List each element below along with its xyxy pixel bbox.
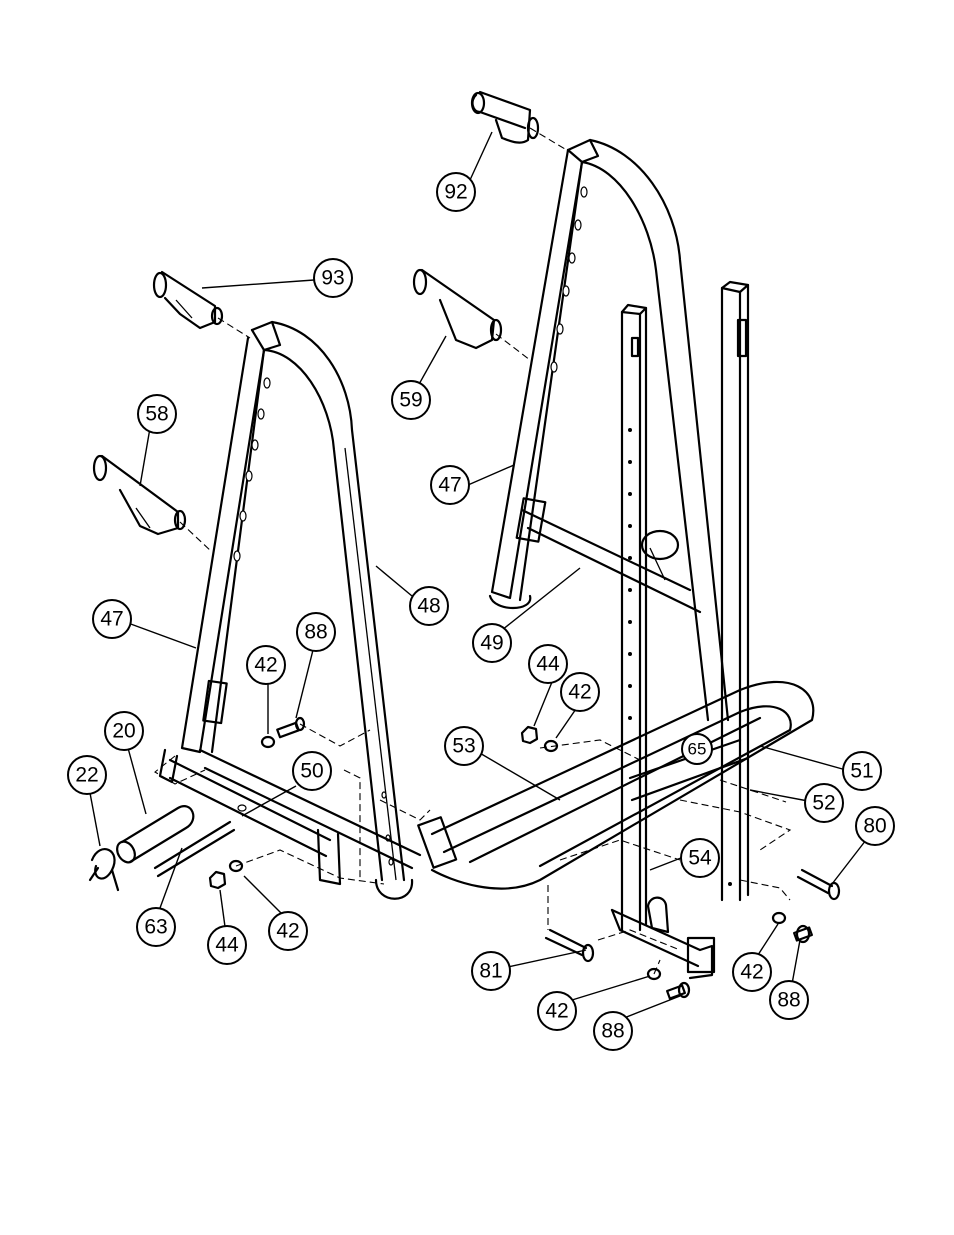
svg-text:81: 81: [479, 960, 502, 983]
callout-20: 20: [104, 711, 144, 751]
callout-63: 63: [136, 907, 176, 947]
svg-text:42: 42: [568, 681, 591, 704]
callout-51: 51: [842, 751, 882, 791]
foot-plate-52: [610, 896, 716, 980]
left-upright-holes: [233, 377, 271, 562]
callout-65: 65: [681, 733, 713, 765]
svg-text:93: 93: [321, 267, 344, 290]
svg-text:58: 58: [145, 403, 168, 426]
callout-42-upper: 42: [246, 645, 286, 685]
left-curved-tube-48: [250, 320, 414, 900]
callout-92: 92: [436, 172, 476, 212]
base-frame-51: [417, 680, 815, 890]
svg-text:22: 22: [75, 764, 98, 787]
crossbar-49: [515, 497, 702, 614]
bolt-88: [276, 716, 813, 1000]
svg-text:42: 42: [254, 654, 277, 677]
svg-text:51: 51: [850, 760, 873, 783]
callout-22: 22: [67, 755, 107, 795]
svg-text:88: 88: [601, 1020, 624, 1043]
callout-58: 58: [137, 394, 177, 434]
left-upright-47: [180, 336, 271, 754]
callout-53: 53: [444, 726, 484, 766]
svg-text:42: 42: [740, 961, 763, 984]
leader-lines: [89, 131, 867, 1019]
callout-54: 54: [680, 838, 720, 878]
callout-88-far-right: 88: [769, 980, 809, 1020]
spring-clip-22: [88, 848, 120, 892]
svg-text:80: 80: [863, 815, 886, 838]
callout-50: 50: [292, 751, 332, 791]
svg-text:44: 44: [215, 934, 239, 957]
svg-text:47: 47: [100, 608, 123, 631]
svg-text:49: 49: [480, 632, 503, 655]
alignment-dashes: [154, 127, 792, 975]
svg-text:42: 42: [545, 1000, 568, 1023]
svg-text:47: 47: [438, 474, 461, 497]
weight-horn-93: [152, 270, 224, 330]
callout-42-far-right: 42: [732, 952, 772, 992]
tall-upright-front-54: [620, 303, 648, 932]
right-curved-tube: [566, 138, 730, 722]
sleeve-20: [116, 805, 195, 864]
svg-text:20: 20: [112, 720, 135, 743]
svg-text:48: 48: [417, 595, 440, 618]
callout-42-right: 42: [560, 672, 600, 712]
right-upright-holes: [550, 186, 588, 373]
svg-text:65: 65: [688, 740, 707, 759]
callout-93: 93: [313, 258, 353, 298]
callout-49: 49: [472, 623, 512, 663]
svg-text:52: 52: [812, 792, 835, 815]
callout-47-left: 47: [92, 599, 132, 639]
svg-text:59: 59: [399, 389, 422, 412]
tall-upright-back: [720, 280, 750, 902]
callout-47-right: 47: [430, 465, 470, 505]
callout-88-bottom: 88: [593, 1011, 633, 1051]
tall-upright-front-holes: [628, 428, 632, 720]
callout-42-lower: 42: [268, 911, 308, 951]
callout-59: 59: [391, 380, 431, 420]
weight-horn-59: [412, 268, 503, 350]
callout-48: 48: [409, 586, 449, 626]
svg-text:53: 53: [452, 735, 475, 758]
svg-text:50: 50: [300, 760, 323, 783]
svg-text:88: 88: [304, 621, 327, 644]
svg-text:54: 54: [688, 847, 712, 870]
pin-63: [153, 820, 236, 878]
svg-text:42: 42: [276, 920, 299, 943]
right-upright-47: [488, 148, 588, 609]
callout-42-bottom: 42: [537, 991, 577, 1031]
callout-44-lower: 44: [207, 925, 247, 965]
svg-text:63: 63: [144, 916, 167, 939]
callout-88-upper: 88: [296, 612, 336, 652]
weight-horn-92: [470, 90, 540, 144]
callout-52: 52: [804, 783, 844, 823]
callout-44-right: 44: [528, 644, 568, 684]
svg-text:92: 92: [444, 181, 467, 204]
weight-horn-58: [92, 454, 187, 536]
svg-text:44: 44: [536, 653, 560, 676]
callout-80: 80: [855, 806, 895, 846]
nut-44: [208, 725, 539, 890]
bolt-80: [796, 868, 841, 901]
svg-text:88: 88: [777, 989, 800, 1012]
callout-81: 81: [471, 951, 511, 991]
middle-rail-50: [198, 748, 422, 870]
bolt-81: [544, 928, 595, 963]
